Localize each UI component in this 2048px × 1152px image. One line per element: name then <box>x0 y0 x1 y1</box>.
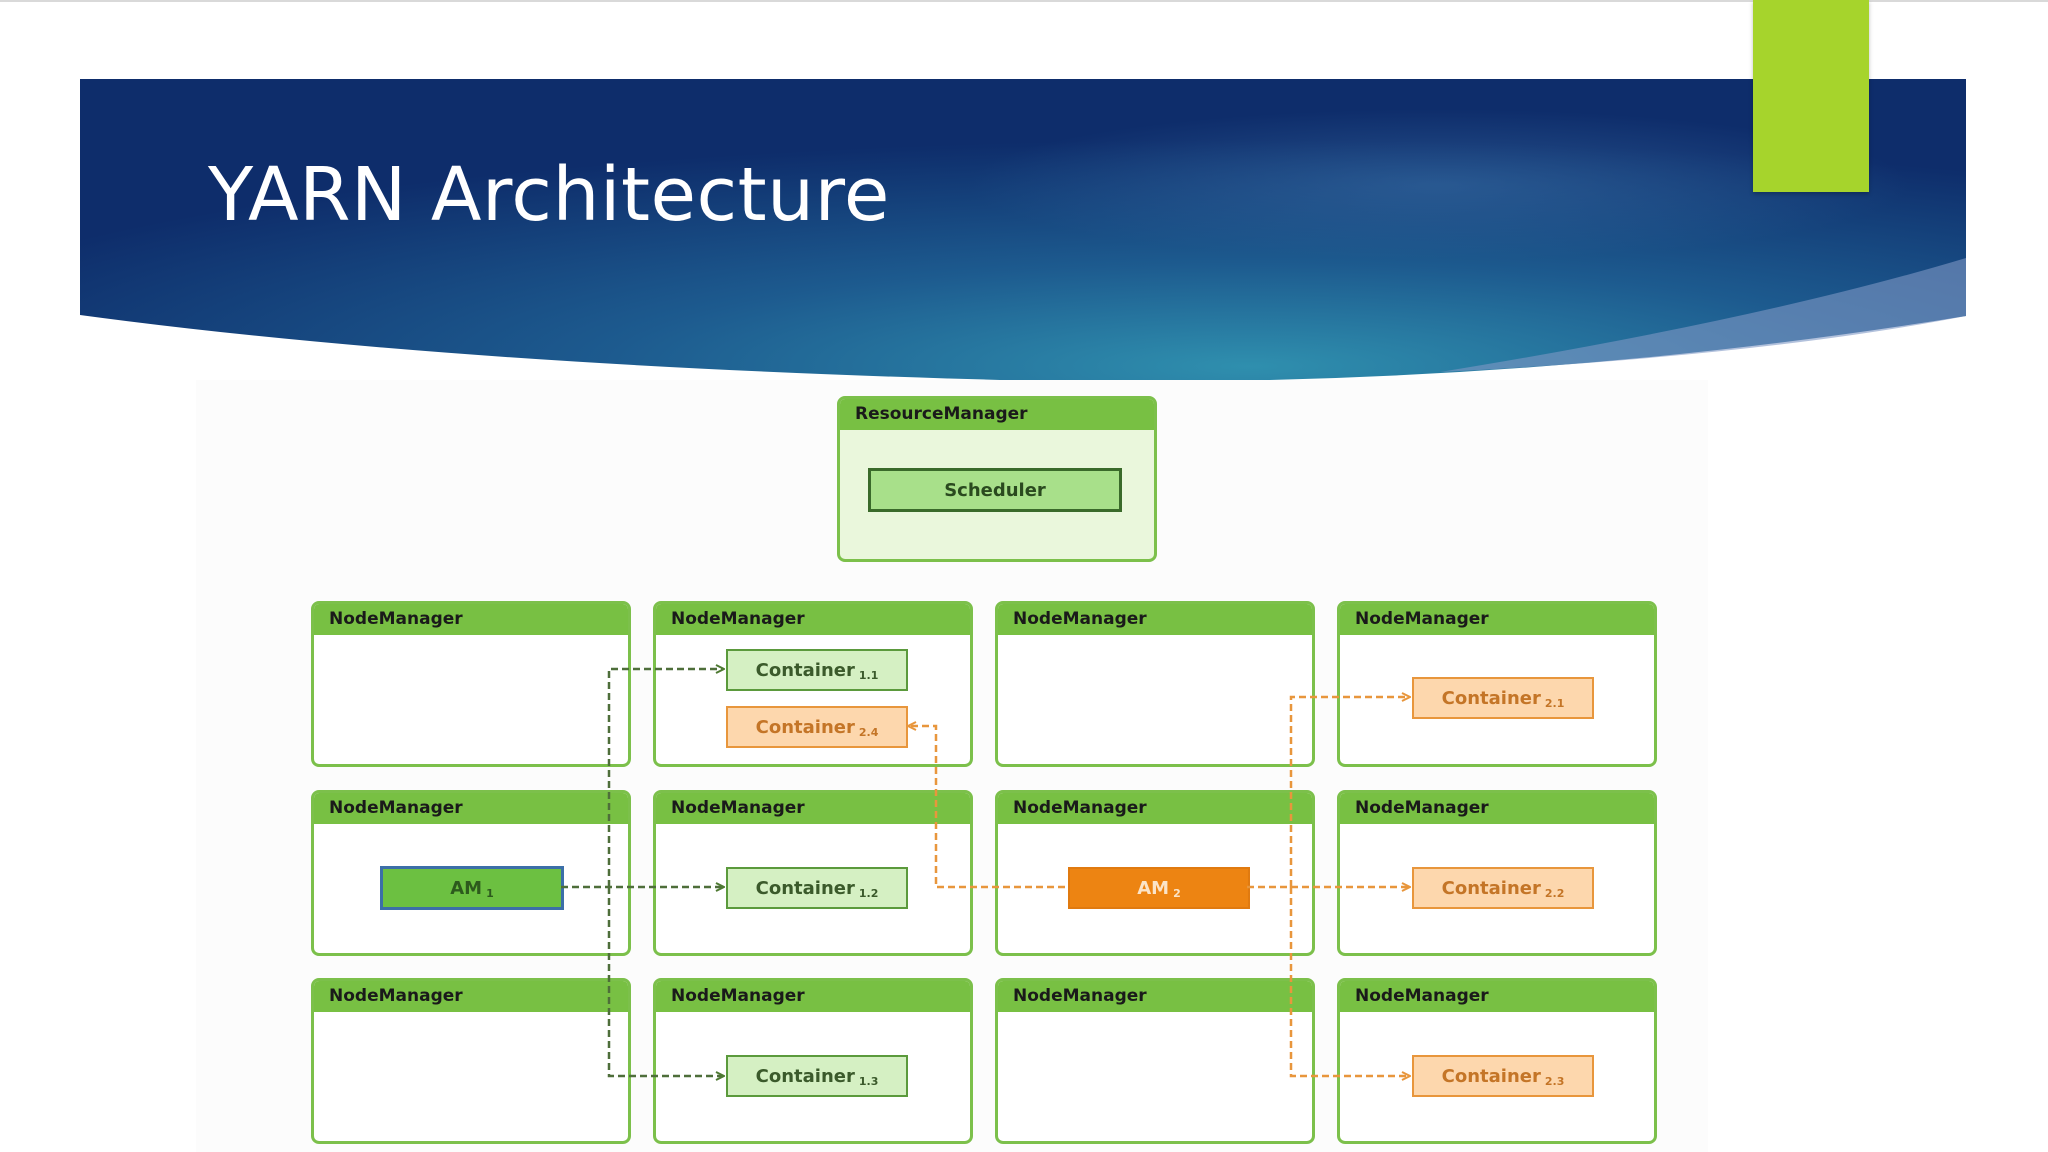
node-manager-r3c3: NodeManager <box>995 978 1315 1144</box>
am-subscript: 2 <box>1173 886 1181 900</box>
node-manager-header: NodeManager <box>656 793 970 824</box>
node-manager-header: NodeManager <box>314 604 628 635</box>
container-subscript: 1.1 <box>858 668 879 682</box>
title-banner <box>80 79 1966 382</box>
container-label: Container <box>1441 1065 1541 1087</box>
node-manager-header: NodeManager <box>1340 604 1654 635</box>
node-manager-header: NodeManager <box>1340 981 1654 1012</box>
container-subscript: 1.2 <box>858 886 879 900</box>
accent-tab <box>1753 0 1869 192</box>
node-manager-header: NodeManager <box>998 604 1312 635</box>
container-subscript: 2.3 <box>1544 1074 1565 1088</box>
container-label: Container <box>1441 687 1541 709</box>
container-label: Container <box>755 716 855 738</box>
node-manager-header: NodeManager <box>314 981 628 1012</box>
slide-title: YARN Architecture <box>208 152 890 238</box>
am-subscript: 1 <box>486 886 494 900</box>
node-manager-header: NodeManager <box>998 793 1312 824</box>
resource-manager-panel: ResourceManager Scheduler <box>837 396 1157 562</box>
node-manager-header: NodeManager <box>656 981 970 1012</box>
node-manager-header: NodeManager <box>314 793 628 824</box>
node-manager-r1c3: NodeManager <box>995 601 1315 767</box>
am-label: AM <box>1137 877 1170 899</box>
node-manager-r3c1: NodeManager <box>311 978 631 1144</box>
node-manager-header: NodeManager <box>998 981 1312 1012</box>
container-label: Container <box>755 877 855 899</box>
resource-manager-header: ResourceManager <box>840 399 1154 430</box>
top-rule <box>0 0 2048 2</box>
am-label: AM <box>450 877 483 899</box>
container-subscript: 1.3 <box>858 1074 879 1088</box>
node-manager-r1c1: NodeManager <box>311 601 631 767</box>
container-label: Container <box>755 659 855 681</box>
container-subscript: 2.1 <box>1544 696 1565 710</box>
node-manager-header: NodeManager <box>656 604 970 635</box>
container-subscript: 2.4 <box>858 725 879 739</box>
node-manager-header: NodeManager <box>1340 793 1654 824</box>
container-label: Container <box>1441 877 1541 899</box>
container-label: Container <box>755 1065 855 1087</box>
yarn-diagram: ResourceManager Scheduler NodeManager No… <box>196 380 1708 1152</box>
scheduler-label: Scheduler <box>944 479 1046 501</box>
scheduler-box: Scheduler <box>868 468 1122 512</box>
container-subscript: 2.2 <box>1544 886 1565 900</box>
